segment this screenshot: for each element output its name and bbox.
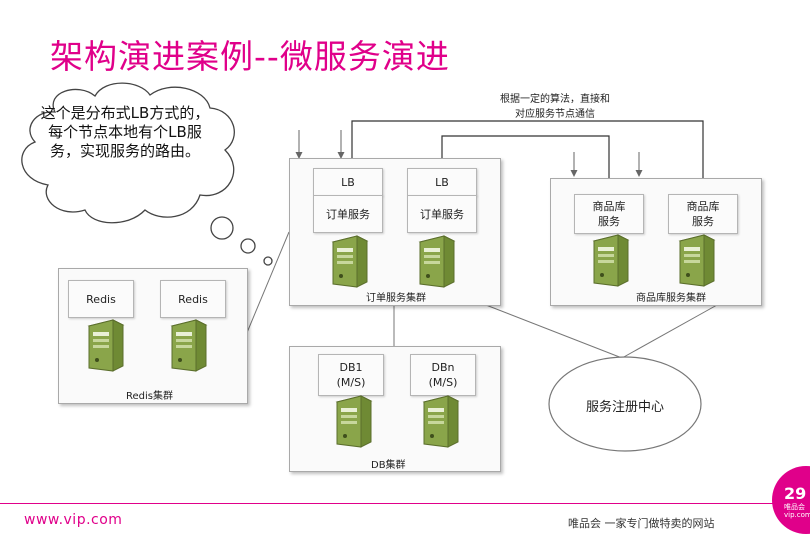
registry-center-label: 服务注册中心 [585, 400, 664, 415]
routing-label: 根据一定的算法，直接和 对应服务节点通信 [470, 92, 640, 122]
thought-cloud [21, 82, 235, 224]
registry-link-order [485, 304, 623, 359]
server-icon [166, 318, 208, 374]
db-cluster-label: DB集群 [371, 460, 406, 471]
routing-label-line2: 对应服务节点通信 [515, 109, 595, 120]
product-service-2: 商品库 服务 [668, 194, 738, 234]
footer-slogan: 唯品会 一家专门做特卖的网站 [568, 517, 715, 530]
order-lb-2: LB [407, 168, 477, 196]
server-icon [414, 234, 456, 290]
badge-url: vip.com [784, 511, 810, 519]
thought-dot [263, 256, 273, 266]
route-line-2 [441, 135, 614, 196]
route-line-1 [351, 120, 708, 196]
db-node-1: DB1 (M/S) [318, 354, 384, 396]
product-service-1-line1: 商品库 [592, 200, 626, 213]
website-link[interactable]: www.vip.com [24, 512, 123, 528]
order-service-1: 订单服务 [313, 195, 383, 233]
order-cluster-label: 订单服务集群 [366, 293, 426, 304]
footer-divider [0, 503, 810, 504]
db-node-2: DBn (M/S) [410, 354, 476, 396]
badge-brand: 唯品会 [784, 503, 805, 511]
server-icon [327, 234, 369, 290]
db-node-2-line2: (M/S) [428, 376, 458, 389]
page-title: 架构演进案例--微服务演进 [50, 37, 450, 76]
thought-dot [210, 216, 234, 240]
order-service-2: 订单服务 [407, 195, 477, 233]
redis-link [245, 231, 290, 336]
thought-bubble-text: 这个是分布式LB方式的，每个节点本地有个LB服务，实现服务的路由。 [40, 104, 210, 160]
server-icon [418, 394, 460, 450]
redis-cluster-label: Redis集群 [126, 391, 173, 402]
registry-link-product [621, 304, 718, 359]
db-node-1-line1: DB1 [339, 361, 363, 374]
product-service-2-line2: 服务 [692, 215, 714, 228]
product-cluster-label: 商品库服务集群 [636, 293, 706, 304]
redis-node-2: Redis [160, 280, 226, 318]
product-service-2-line1: 商品库 [686, 200, 720, 213]
server-icon [83, 318, 125, 374]
page-number: 29 [784, 484, 807, 503]
thought-dot [240, 238, 256, 254]
product-service-1-line2: 服务 [598, 215, 620, 228]
order-lb-1: LB [313, 168, 383, 196]
server-icon [331, 394, 373, 450]
registry-ellipse [548, 356, 702, 452]
db-node-2-line1: DBn [431, 361, 455, 374]
product-service-1: 商品库 服务 [574, 194, 644, 234]
db-node-1-line2: (M/S) [336, 376, 366, 389]
server-icon [674, 233, 716, 289]
server-icon [588, 233, 630, 289]
routing-label-line1: 根据一定的算法，直接和 [500, 94, 610, 105]
redis-node-1: Redis [68, 280, 134, 318]
